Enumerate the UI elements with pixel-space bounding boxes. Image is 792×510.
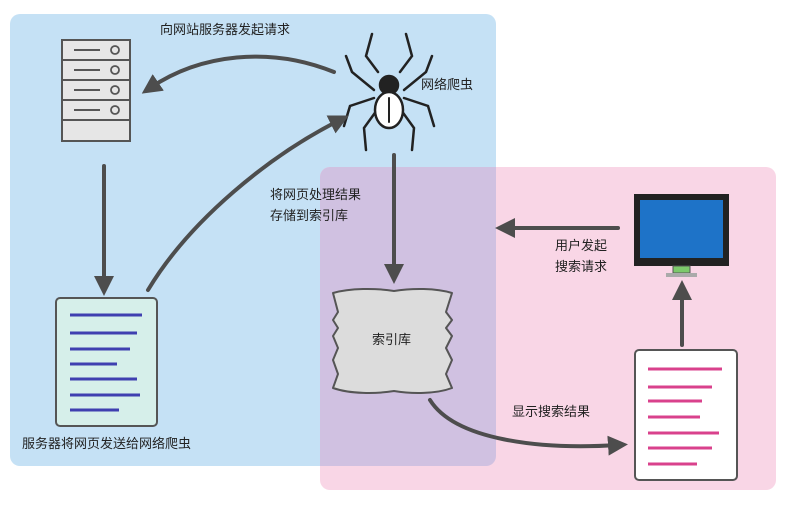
label-user-request-line2: 搜索请求 — [555, 260, 608, 275]
flow-arrows — [94, 54, 692, 456]
label-index-db: 索引库 — [372, 333, 412, 348]
label-server-sends-page: 服务器将网页发送给网络爬虫 — [22, 437, 192, 452]
arrow-document-to-crawler — [146, 115, 349, 292]
label-store-line1: 将网页处理结果 — [270, 188, 362, 203]
database-icon — [332, 287, 453, 394]
label-show-results: 显示搜索结果 — [512, 405, 591, 420]
monitor-icon — [634, 194, 729, 277]
label-request-server: 向网站服务器发起请求 — [160, 23, 291, 38]
label-web-crawler: 网络爬虫 — [421, 78, 474, 93]
label-store-line2: 存储到索引库 — [270, 209, 349, 224]
label-user-request-line1: 用户发起 — [555, 239, 608, 254]
server-icon — [61, 39, 131, 142]
results-document-icon — [634, 349, 738, 481]
arrow-index-to-results — [428, 398, 628, 456]
document-icon — [55, 297, 158, 427]
arrow-crawler-to-server — [141, 54, 336, 94]
